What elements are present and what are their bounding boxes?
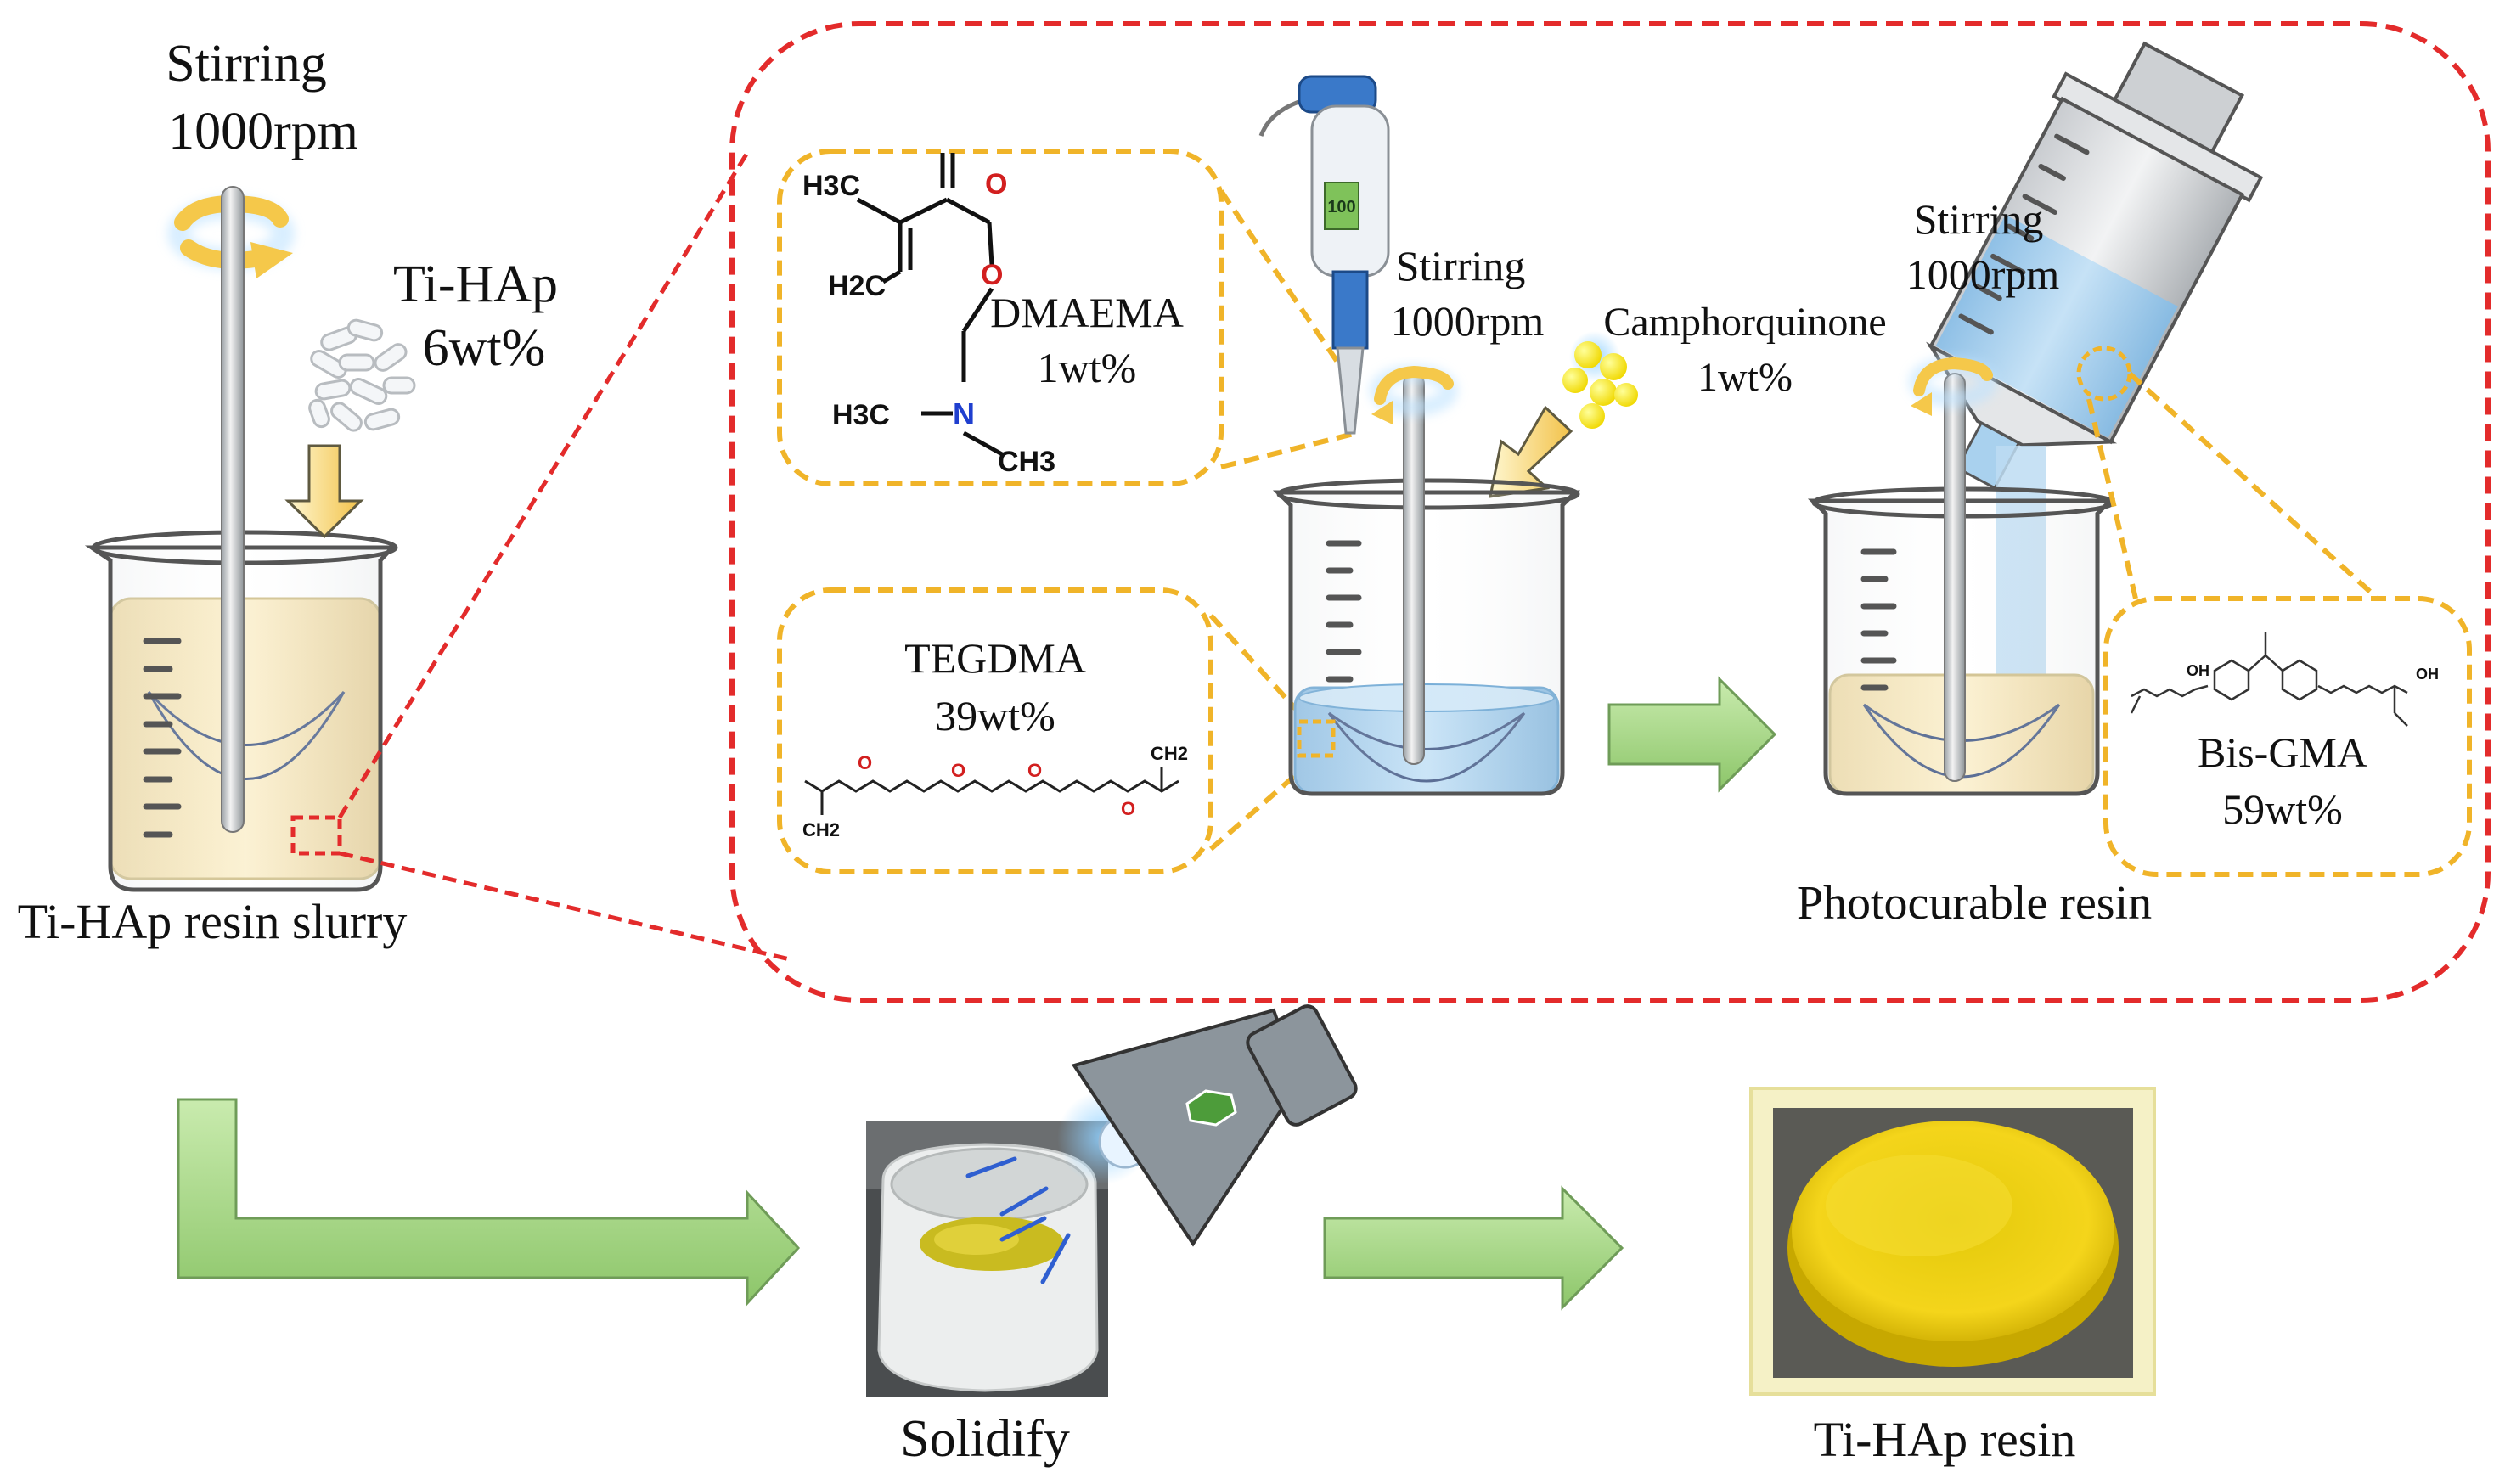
bisgma-name: Bis-GMA (2198, 728, 2367, 776)
camphorquinone-amount: 1wt% (1697, 355, 1793, 400)
resin-formulation-inset (729, 21, 2491, 1003)
dmaema-h3c-top: H3C (802, 170, 860, 202)
tegdma-callout: TEGDMA 39wt% O O O O CH2 CH2 (777, 587, 1213, 874)
dmaema-name: DMAEMA (990, 289, 1184, 336)
tegdma-o4: O (1121, 798, 1135, 819)
powder-down-arrow-icon (284, 444, 364, 539)
speed-text: 1000rpm (168, 103, 358, 160)
final-speed-text: 1000rpm (1906, 250, 2060, 298)
final-stirring-text: Stirring (1914, 195, 2044, 243)
tegdma-ch2-right: CH2 (1151, 743, 1188, 764)
stirring-text: Stirring (166, 35, 326, 93)
pipette-display-text: 100 (1327, 198, 1355, 216)
powder-particles-icon (308, 318, 416, 432)
syringe-icon (1926, 41, 2264, 679)
uv-lamp-icon (1071, 1004, 1358, 1247)
stirring-label: Stirring 1000rpm (166, 35, 358, 160)
tegdma-name: TEGDMA (904, 634, 1086, 682)
final-rotation-arrow-icon (1909, 357, 1997, 416)
dmaema-h2c: H2C (828, 270, 886, 302)
ti-hap-label: Ti-HAp 6wt% (393, 256, 558, 377)
tegdma-o1: O (858, 752, 872, 773)
ti-hap-resin-caption: Ti-HAp resin (1814, 1412, 2076, 1467)
camphorquinone-name: Camphorquinone (1603, 300, 1886, 345)
beaker-mixture (1272, 373, 1581, 796)
ti-hap-name: Ti-HAp (393, 256, 558, 313)
beaker-photocurable (1807, 373, 2116, 796)
dmaema-ch3: CH3 (998, 446, 1055, 478)
solidify-to-product-arrow-icon (1323, 1185, 1624, 1311)
bisgma-callout: OH OH Bis-GMA 59wt% (2103, 596, 2472, 877)
dmaema-amount: 1wt% (1038, 344, 1137, 391)
dmaema-h3c-bottom: H3C (832, 399, 890, 431)
dmaema-leader (1219, 189, 1359, 392)
pipette-icon: 100 (1258, 75, 1390, 435)
dmaema-carbonyl-o: O (985, 168, 1007, 200)
solidify-caption: Solidify (900, 1410, 1070, 1468)
camphorquinone-beads-icon (1562, 331, 1638, 429)
zoom-leader-lines (337, 151, 791, 962)
beaker-slurry (84, 186, 398, 892)
slurry-to-solidify-arrow-icon (177, 1098, 801, 1307)
bisgma-oh-left: OH (2187, 662, 2209, 679)
slurry-caption: Ti-HAp resin slurry (18, 894, 408, 949)
mix-stirring-text: Stirring (1396, 242, 1526, 289)
photocurable-caption: Photocurable resin (1797, 877, 2152, 930)
dmaema-n: N (953, 396, 975, 431)
mold-photo (866, 1091, 1151, 1397)
dmaema-leader-2 (1220, 430, 1358, 469)
mix-rotation-arrow-icon (1370, 365, 1458, 424)
bisgma-amount: 59wt% (2222, 785, 2343, 833)
bisgma-oh-right: OH (2416, 666, 2439, 683)
tegdma-amount: 39wt% (935, 692, 1055, 739)
zoom-marker (290, 815, 342, 856)
ti-hap-amount: 6wt% (423, 319, 546, 377)
mix-speed-text: 1000rpm (1391, 297, 1545, 345)
tegdma-leader-2 (1209, 766, 1305, 852)
tegdma-ch2-left: CH2 (802, 819, 840, 840)
ti-hap-resin-photo (1749, 1087, 2156, 1396)
bisgma-leader (2127, 371, 2380, 601)
tegdma-o2: O (951, 760, 965, 781)
bisgma-leader-2 (2086, 398, 2138, 599)
dmaema-ester-o: O (981, 259, 1003, 291)
dmaema-callout: O O H3C H2C H3C N CH3 DMAEMA 1wt% (777, 149, 1224, 486)
mix-to-resin-arrow-icon (1607, 676, 1777, 793)
tegdma-o3: O (1027, 760, 1042, 781)
